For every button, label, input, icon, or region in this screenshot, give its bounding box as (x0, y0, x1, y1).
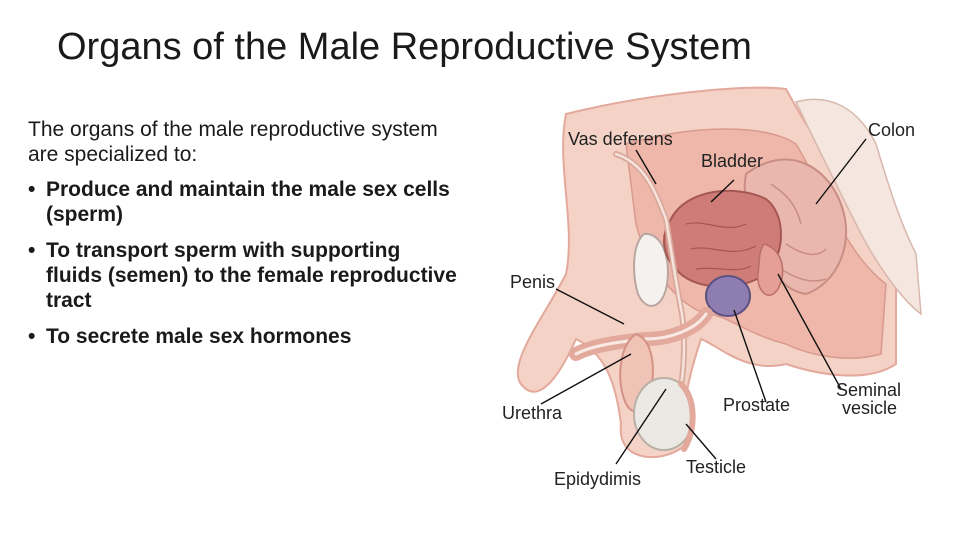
bullet-icon: • (28, 239, 36, 262)
label-seminal-vesicle-line1: Seminal (836, 380, 902, 400)
bullet-item: • Produce and maintain the male sex cells… (28, 177, 458, 227)
label-epididymis: Epidydimis (554, 469, 642, 489)
bullet-icon: • (28, 325, 36, 348)
urethra (574, 312, 708, 356)
leader-lines (540, 138, 867, 465)
epididymis (678, 381, 696, 452)
colon-folds (770, 183, 827, 282)
label-testicle: Testicle (686, 457, 747, 477)
prostate (705, 275, 751, 317)
label-vas-deferens: Vas deferens (568, 129, 673, 149)
anatomy-illustration: Vas deferens Colon Bladder Penis Urethra… (496, 84, 936, 504)
intro-text: The organs of the male reproductive syst… (28, 118, 438, 166)
anatomy-drawing (516, 86, 922, 465)
sacrum (794, 98, 922, 316)
bullet-text: Produce and maintain the male sex cells … (46, 178, 450, 226)
bullet-list: • Produce and maintain the male sex cells… (28, 177, 458, 349)
bullet-icon: • (28, 178, 36, 201)
label-bladder: Bladder (701, 151, 764, 171)
bullet-item: • To transport sperm with supporting flui… (28, 238, 458, 313)
bladder-wrinkles (685, 222, 757, 271)
label-penis: Penis (510, 272, 556, 292)
vas-deferens-core (614, 152, 686, 406)
slide-title: Organs of the Male Reproductive System (57, 26, 752, 68)
bullet-text: To transport sperm with supporting fluid… (46, 239, 457, 312)
label-colon: Colon (868, 120, 916, 140)
seminal-vesicle (757, 243, 784, 296)
pubic-bone (633, 232, 669, 307)
bullet-item: • To secrete male sex hormones (28, 324, 458, 349)
label-urethra: Urethra (502, 403, 563, 423)
slide-body: The organs of the male reproductive syst… (28, 117, 458, 360)
label-seminal-vesicle-line2: vesicle (842, 398, 898, 418)
label-prostate: Prostate (723, 395, 791, 415)
bullet-text: To secrete male sex hormones (46, 325, 352, 348)
